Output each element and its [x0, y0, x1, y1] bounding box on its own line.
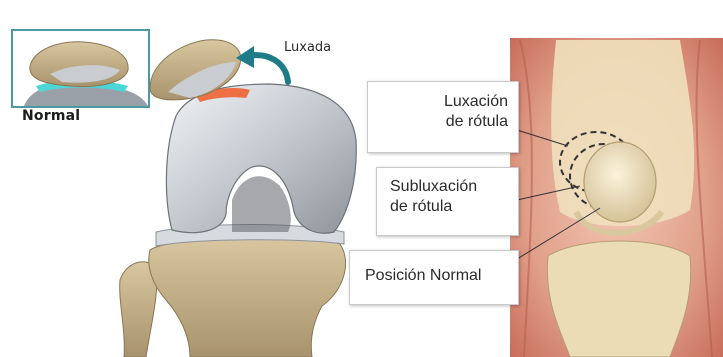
callout-subluxacion-line-2: de rótula: [390, 197, 477, 217]
arrow-label-luxada: Luxada: [284, 40, 331, 55]
left-knee: [120, 40, 357, 357]
right-knee: [509, 38, 723, 357]
normal-patella-inset: [12, 30, 149, 107]
tibia-front: [547, 241, 690, 357]
callout-posicion-normal-line-1: Posición Normal: [365, 266, 481, 286]
normal-patella: [584, 142, 656, 222]
callout-luxacion-line-2: de rótula: [368, 112, 508, 132]
callout-luxacion-line-1: Luxación: [368, 92, 508, 112]
callout-subluxacion: Subluxación de rótula: [376, 167, 519, 236]
intercondylar-notch: [232, 176, 291, 232]
callout-posicion-normal: Posición Normal: [349, 250, 519, 305]
callout-luxacion: Luxación de rótula: [367, 81, 519, 153]
tibia: [149, 237, 346, 357]
callout-subluxacion-line-1: Subluxación: [390, 177, 477, 197]
inset-label-normal: Normal: [22, 108, 80, 124]
